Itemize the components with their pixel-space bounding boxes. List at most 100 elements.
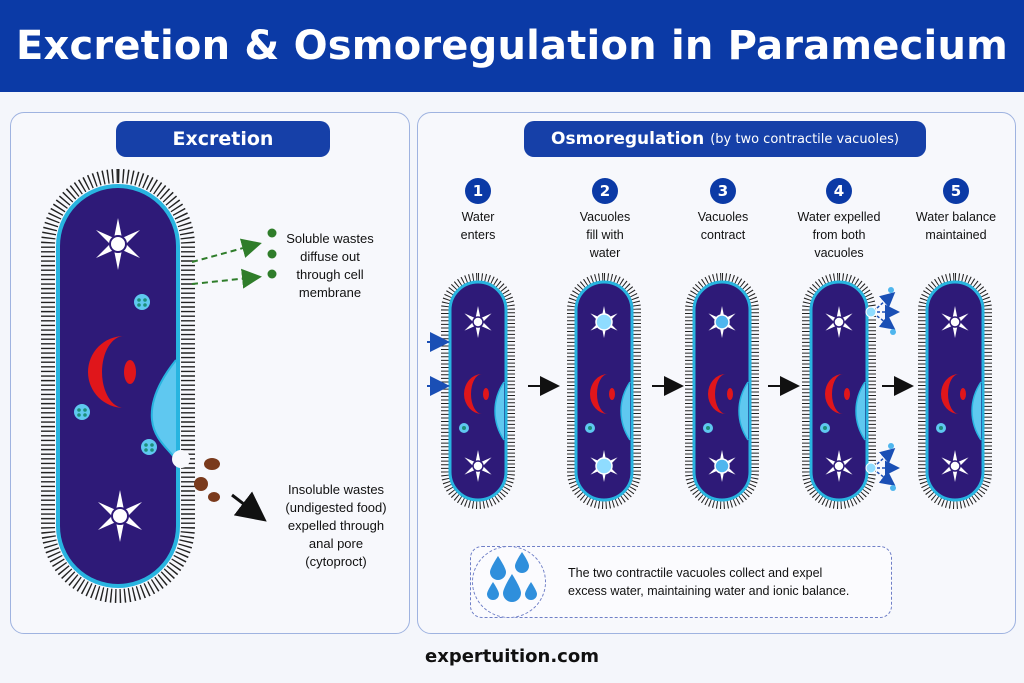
page-title: Excretion & Osmoregulation in Paramecium (15, 23, 1009, 69)
vacuole-full (595, 457, 613, 475)
step-label: Water enters (423, 208, 533, 244)
water-drops-badge (472, 546, 546, 618)
cilia (802, 273, 876, 509)
cilia (685, 273, 759, 509)
macronucleus (941, 374, 959, 414)
large-paramecium (41, 169, 195, 603)
macronucleus (590, 374, 608, 414)
step-line: Water expelled (797, 210, 881, 224)
cell-body (448, 280, 508, 502)
contractile-vacuole-bottom (98, 490, 142, 542)
macronucleus (708, 374, 726, 414)
cell-body (809, 280, 869, 502)
small-paramecium (685, 273, 759, 509)
soluble-waste-text: Soluble wastes diffuse out through cell … (280, 230, 380, 302)
contractile-vacuole-top (941, 306, 969, 338)
small-paramecium (918, 273, 992, 509)
insoluble-waste (194, 458, 267, 522)
insoluble-line: expelled through (287, 518, 385, 533)
contractile-vacuole-bottom (941, 450, 969, 482)
step-line: enters (460, 228, 496, 242)
cell-body (56, 184, 180, 588)
water-expulsion (865, 287, 900, 335)
title-banner: Excretion & Osmoregulation in Paramecium (0, 0, 1024, 92)
macronucleus (464, 374, 482, 414)
cilia (441, 273, 515, 509)
food-vacuole (936, 423, 946, 433)
contractile-vacuole-bottom (464, 450, 492, 482)
summary-note-text: The two contractile vacuoles collect and… (568, 564, 888, 600)
step-label: Vacuoles fill with water (550, 208, 660, 262)
contractile-vacuole-top (708, 306, 736, 338)
contractile-vacuole-bottom (825, 450, 853, 482)
small-paramecium (441, 273, 515, 509)
step-label: Water expelled from both vacuoles (784, 208, 894, 262)
osmoregulation-heading-label: Osmoregulation (551, 129, 705, 149)
micronucleus (960, 388, 966, 400)
contractile-vacuole-top (464, 306, 492, 338)
cilia (918, 273, 992, 509)
contractile-vacuole-bottom (708, 450, 736, 482)
vacuole-full (595, 313, 613, 331)
food-vacuole (703, 423, 713, 433)
small-paramecium (567, 273, 641, 509)
insoluble-line: (undigested food) (285, 500, 387, 515)
micronucleus (124, 360, 136, 384)
micronucleus (727, 388, 733, 400)
step-number: 5 (943, 178, 969, 204)
food-vacuole (459, 423, 469, 433)
soluble-line: through cell (296, 267, 364, 282)
step-number: 4 (826, 178, 852, 204)
oral-groove (738, 381, 749, 441)
oral-groove (855, 381, 866, 441)
food-vacuole (134, 294, 150, 310)
water-expulsion (865, 443, 900, 491)
oral-groove (620, 381, 631, 441)
step-line: fill with (586, 228, 624, 242)
osmoregulation-heading-sub: (by two contractile vacuoles) (710, 131, 899, 147)
step-line: Vacuoles (697, 210, 749, 224)
macronucleus (825, 374, 843, 414)
insoluble-line: (cytoproct) (305, 554, 367, 569)
osmoregulation-heading: Osmoregulation (by two contractile vacuo… (524, 121, 926, 157)
contractile-vacuole-top (825, 306, 853, 338)
step-line: maintained (925, 228, 987, 242)
micronucleus (609, 388, 615, 400)
cilia (567, 273, 641, 509)
food-vacuole (74, 404, 90, 420)
step-number: 3 (710, 178, 736, 204)
step-line: water (589, 246, 621, 260)
food-vacuole (585, 423, 595, 433)
cell-body (925, 280, 985, 502)
insoluble-line: anal pore (308, 536, 364, 551)
step-line: Water (461, 210, 495, 224)
oral-groove (494, 381, 505, 441)
soluble-line: membrane (298, 285, 362, 300)
insoluble-line: Insoluble wastes (287, 482, 385, 497)
note-line: The two contractile vacuoles collect and… (568, 566, 823, 580)
step-line: Water balance (915, 210, 997, 224)
micronucleus (483, 388, 489, 400)
insoluble-waste-text: Insoluble wastes (undigested food) expel… (276, 481, 396, 571)
footer-site: expertuition.com (425, 646, 599, 667)
anal-pore (172, 450, 190, 468)
food-vacuole (820, 423, 830, 433)
macronucleus (88, 336, 124, 408)
food-vacuole (141, 439, 157, 455)
soluble-waste-arrows (191, 228, 277, 289)
soluble-line: diffuse out (300, 249, 360, 264)
contractile-vacuole-top (96, 218, 140, 270)
excretion-heading-label: Excretion (172, 128, 274, 150)
step-line: vacuoles (814, 246, 864, 260)
oral-groove (971, 381, 982, 441)
excretion-heading: Excretion (116, 121, 330, 157)
step-line: from both (812, 228, 866, 242)
step-label: Water balance maintained (901, 208, 1011, 244)
note-line: excess water, maintaining water and ioni… (568, 584, 850, 598)
cell-body (692, 280, 752, 502)
micronucleus (844, 388, 850, 400)
oral-groove (150, 359, 177, 461)
cilia (41, 169, 195, 603)
cell-body (574, 280, 634, 502)
